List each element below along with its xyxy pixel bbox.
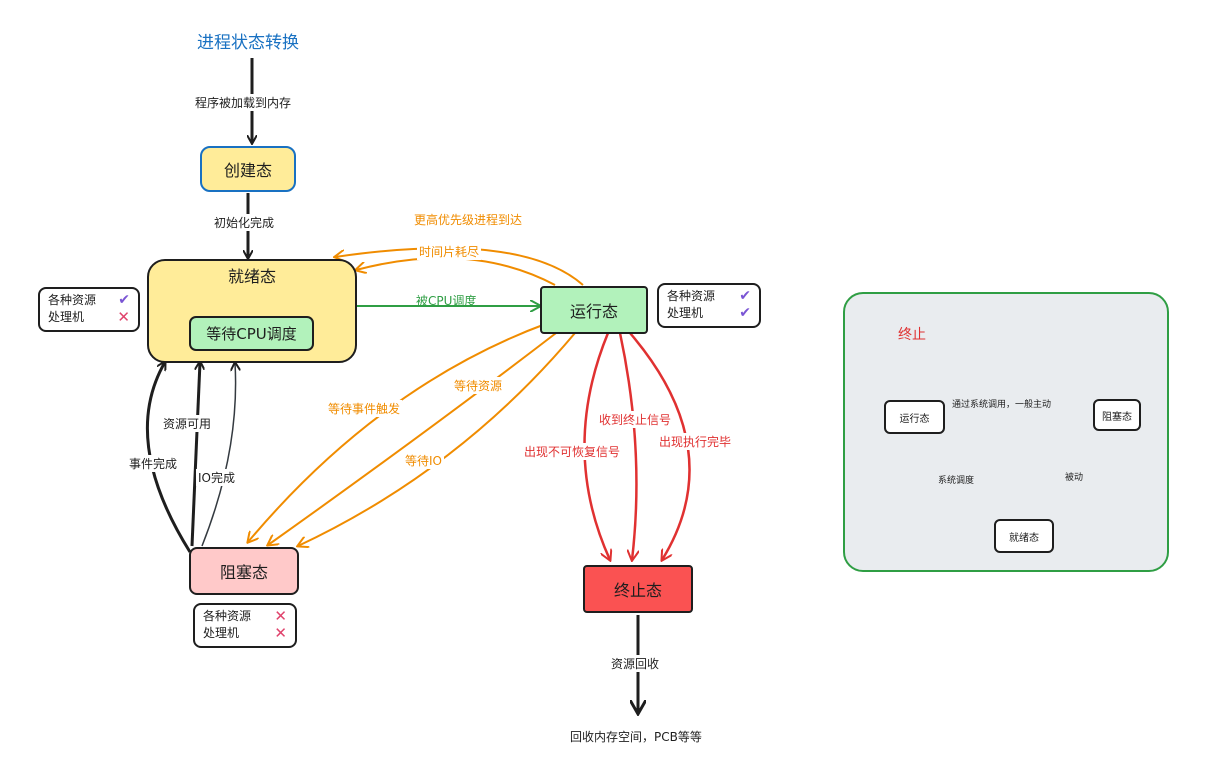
mini-running-label: 运行态 [899, 413, 930, 425]
arrow-wait-io [298, 332, 576, 546]
label-reclaim: 资源回收 [609, 655, 662, 672]
label-unrecoverable: 出现不可恢复信号 [522, 443, 623, 460]
state-create-label: 创建态 [223, 161, 272, 180]
label-init: 初始化完成 [212, 214, 277, 231]
mini-state-blocked[interactable]: 阻塞态 [1093, 399, 1141, 431]
resources-ready: 各种资源 ✔ 处理机 ✕ [38, 287, 140, 332]
mini-syscall-label: 通过系统调用，一般主动 [952, 400, 1052, 410]
mini-blocked-label: 阻塞态 [1102, 411, 1132, 423]
resources-blocked: 各种资源 ✕ 处理机 ✕ [193, 603, 297, 648]
mini-schedule-label: 系统调度 [938, 476, 975, 486]
label-higher-priority: 更高优先级进程到达 [412, 211, 525, 228]
arrow-io-done [201, 363, 236, 547]
label-done: 出现执行完毕 [657, 433, 734, 450]
arrow-higher-priority [335, 247, 584, 286]
mini-state-ready[interactable]: 就绪态 [994, 519, 1054, 553]
check-icon: ✔ [118, 292, 130, 308]
arrow-terminate-signal [618, 332, 636, 560]
label-dispatch: 被CPU调度 [416, 294, 477, 308]
label-io-done: IO完成 [196, 469, 237, 486]
state-terminated[interactable]: 终止态 [583, 565, 693, 613]
arrow-resource-avail [190, 362, 200, 547]
res-blocked-1-label: 处理机 [203, 626, 240, 640]
label-load: 程序被加载到内存 [193, 94, 294, 111]
label-resource-avail: 资源可用 [161, 415, 214, 432]
diagram-title: 进程状态转换 [197, 33, 299, 53]
res-blocked-0-label: 各种资源 [203, 609, 252, 623]
label-event-done: 事件完成 [127, 455, 180, 472]
label-wait-event: 等待事件触发 [326, 400, 403, 417]
res-ready-0-label: 各种资源 [48, 293, 97, 307]
mini-terminate-label: 终止 [898, 327, 926, 343]
res-ready-1-label: 处理机 [48, 310, 85, 324]
check-icon: ✔ [739, 288, 751, 304]
label-wait-resource: 等待资源 [452, 377, 505, 394]
res-running-0-label: 各种资源 [667, 289, 716, 303]
label-wait-io: 等待IO [403, 452, 444, 469]
state-terminated-label: 终止态 [613, 581, 662, 600]
mini-state-running[interactable]: 运行态 [884, 400, 945, 434]
state-ready-label: 就绪态 [227, 267, 276, 286]
label-reclaim-detail: 回收内存空间，PCB等等 [570, 730, 702, 744]
arrow-time-slice [356, 257, 556, 286]
mini-passive-label: 被动 [1065, 473, 1084, 483]
resources-running: 各种资源 ✔ 处理机 ✔ [657, 283, 761, 328]
check-icon: ✔ [739, 305, 751, 321]
mini-ready-label: 就绪态 [1009, 532, 1039, 544]
arrow-wait-resource [268, 329, 561, 545]
state-blocked-label: 阻塞态 [219, 563, 268, 582]
res-running-1-label: 处理机 [667, 306, 704, 320]
state-wait-cpu-label: 等待CPU调度 [206, 325, 297, 343]
state-running-label: 运行态 [569, 302, 618, 321]
cross-icon: ✕ [274, 624, 287, 642]
cross-icon: ✕ [117, 308, 130, 326]
state-wait-cpu[interactable]: 等待CPU调度 [189, 316, 314, 351]
state-running[interactable]: 运行态 [540, 286, 648, 334]
state-blocked[interactable]: 阻塞态 [189, 547, 299, 595]
label-time-slice: 时间片耗尽 [417, 243, 482, 260]
cross-icon: ✕ [274, 607, 287, 625]
arrow-event-done [145, 362, 192, 553]
label-terminate-signal: 收到终止信号 [597, 411, 674, 428]
state-create[interactable]: 创建态 [200, 146, 296, 192]
